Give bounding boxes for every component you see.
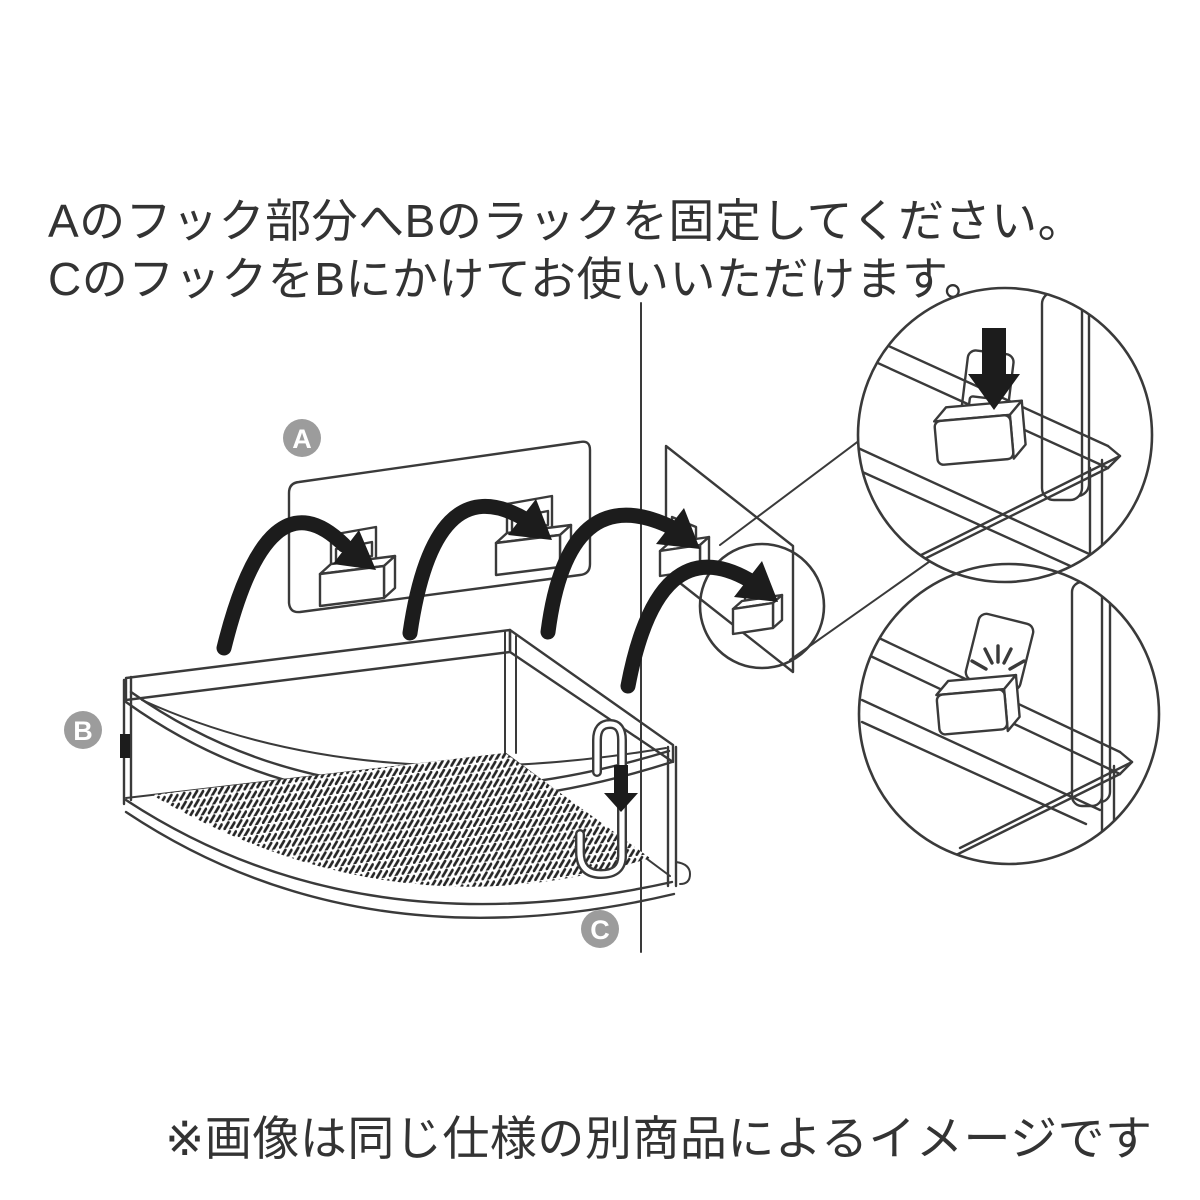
hook-c-down-arrow-icon [604,765,638,812]
push-down-arrow-icon [968,328,1020,410]
instruction-line-2: CのフックをBにかけてお使いいただけます。 [48,253,991,305]
rack-bottom-rim-inner [124,798,674,906]
label-badge-c: C [581,910,619,948]
zoom-detail-clicked [860,576,1134,860]
zoom-circle-bottom [857,562,1161,866]
zoom-source-circle [698,542,826,670]
curved-arrow-icon-4 [620,559,778,694]
rack-top-rail-right [508,628,675,764]
label-b-text: B [73,716,93,746]
rack-right-post [666,745,678,888]
click-indicator-icon [970,644,1026,671]
rack-top-rail-left [124,628,512,702]
hook-c [575,719,638,879]
label-badge-a: A [283,419,321,457]
detail-hook-lip [935,673,1021,736]
label-a-text: A [292,424,312,454]
curved-arrow-icon-2 [402,498,552,641]
rack-right-clip [675,861,691,885]
instruction-text: Aのフック部分へBのラックを固定してください。 CのフックをBにかけてお使いいた… [48,192,1084,308]
rack-inner-rim [141,699,667,767]
curved-arrow-icon-1 [216,515,376,656]
zoom-circle-top [856,286,1154,584]
detail-side-plate [1070,580,1104,808]
rack-bottom-rim-outer [124,810,676,920]
corner-rack-b [120,628,691,920]
curved-arrow-icon-3 [540,507,700,640]
detail-side-plate-top [1040,290,1084,502]
rack-mesh [152,753,650,887]
detail-hook-lip-top [933,399,1027,466]
rack-left-mount-tab [120,734,130,758]
label-c-text: C [590,915,610,945]
instruction-line-1: Aのフック部分へBのラックを固定してください。 [48,195,1085,247]
disclaimer-note: ※画像は同じ仕様の別商品によるイメージです [165,1112,1153,1165]
label-badge-b: B [64,711,102,749]
